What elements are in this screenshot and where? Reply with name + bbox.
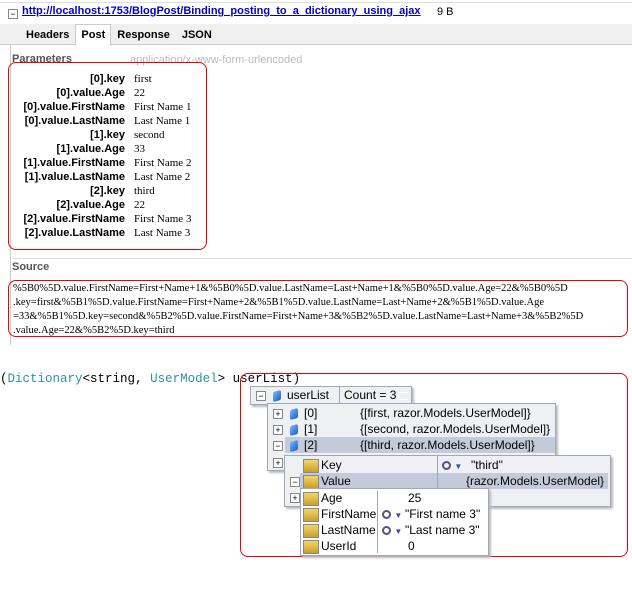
highlight-parameters [8,62,207,250]
field-icon [273,389,281,404]
source-text: %5B0%5D.value.FirstName=First+Name+1&%5B… [13,282,625,338]
item-value: {[third, razor.Models.UserModel]} [360,438,535,452]
kv-value: "third" [471,458,503,472]
param-key: [1].value.Age [56,143,125,155]
source-line: %5B0%5D.value.FirstName=First+Name+1&%5B… [13,283,568,294]
field-icon [290,423,298,438]
code-type: Dictionary [7,372,83,386]
item-value: {[first, razor.Models.UserModel]} [360,406,531,420]
tab-headers[interactable]: Headers [26,29,70,41]
param-key: [0].value.Age [56,87,125,99]
response-size: 9 B [437,6,454,18]
param-value: 22 [134,87,145,99]
tab-json[interactable]: JSON [181,29,212,41]
code-line: (Dictionary<string, UserModel> userList) [0,372,300,386]
param-key: [2].value.Age [56,199,125,211]
param-key: [1].value.FirstName [23,157,125,169]
item-name: [2] [304,438,318,452]
variable-value: Count = 3 [344,388,397,402]
prop-name: UserId [321,539,357,553]
property-icon [303,524,319,541]
expand-button[interactable]: − [273,441,283,451]
code-type: UserModel [150,372,218,386]
property-icon [303,540,319,557]
collapse-request-button[interactable]: − [8,9,18,19]
source-line: =33&%5B1%5D.key=second&%5B2%5D.value.Fir… [13,311,584,322]
prop-value: "First name 3" [405,507,481,521]
param-value: Last Name 3 [134,227,191,239]
kv-name: Value [321,474,351,488]
kv-name: Key [321,458,342,472]
item-name: [1] [304,422,318,436]
variable-name: userList [287,388,330,402]
tab-response[interactable]: Response [117,29,170,41]
param-key: [2].value.LastName [24,227,125,239]
item-name: [0] [304,406,318,420]
property-icon [303,459,319,476]
divider [0,2,632,3]
param-key: [0].key [90,73,125,85]
divider [12,258,632,259]
collapse-button[interactable]: − [290,477,300,487]
content-type: application/x-www-form-urlencoded [130,54,303,66]
magnifier-icon[interactable]: ▼ [442,457,462,473]
field-icon [290,407,298,422]
magnifier-icon[interactable]: ▼ [382,522,402,538]
source-label: Source [12,261,50,273]
tabs: Headers Post Response JSON [20,24,218,46]
tab-bar [0,24,632,45]
prop-value: 25 [408,491,422,505]
expand-button[interactable]: + [273,458,283,468]
param-key: [0].value.LastName [24,115,125,127]
source-line: .key=first&%5B1%5D.value.FirstName=First… [13,297,545,308]
param-value: Last Name 2 [134,171,191,183]
highlight-source [8,280,628,337]
magnifier-icon[interactable]: ▼ [382,506,402,522]
property-icon [303,492,319,509]
code-variable[interactable]: userList) [225,372,301,386]
code-sep: , [135,372,151,386]
param-key: [2].value.FirstName [23,213,125,225]
code-keyword: string [90,372,136,386]
expand-button[interactable]: + [290,493,300,503]
expand-button[interactable]: + [273,425,283,435]
param-key: [2].key [90,185,125,197]
param-value: third [134,185,155,197]
param-value: 33 [134,143,145,155]
prop-value: "Last name 3" [405,523,480,537]
prop-name: Age [321,491,343,505]
param-value: First Name 3 [134,213,192,225]
source-line: .value.Age=22&%5B2%5D.key=third [13,325,175,336]
code-bracket: > [217,372,226,386]
prop-name: LastName [321,523,376,537]
code-paren: ( [0,372,8,386]
collapse-button[interactable]: − [256,391,266,401]
post-panel [10,45,632,345]
param-value: second [134,129,165,141]
prop-name: FirstName [321,507,377,521]
pin-icon[interactable] [398,392,408,400]
property-icon [303,508,319,525]
kv-value: {razor.Models.UserModel} [466,474,605,488]
param-value: Last Name 1 [134,115,191,127]
code-bracket: < [82,372,91,386]
param-key: [1].value.LastName [24,171,125,183]
param-key: [1].key [90,129,125,141]
field-icon [290,439,298,454]
expand-button[interactable]: + [273,409,283,419]
param-value: First Name 2 [134,157,192,169]
item-value: {[second, razor.Models.UserModel]} [360,422,551,436]
param-value: First Name 1 [134,101,192,113]
tab-post[interactable]: Post [75,24,112,46]
request-url-link[interactable]: http://localhost:1753/BlogPost/Binding_p… [22,5,421,17]
param-key: [0].value.FirstName [23,101,125,113]
prop-value: 0 [408,539,415,553]
param-value: first [134,73,152,85]
param-value: 22 [134,199,145,211]
highlight-debugger [240,373,628,557]
